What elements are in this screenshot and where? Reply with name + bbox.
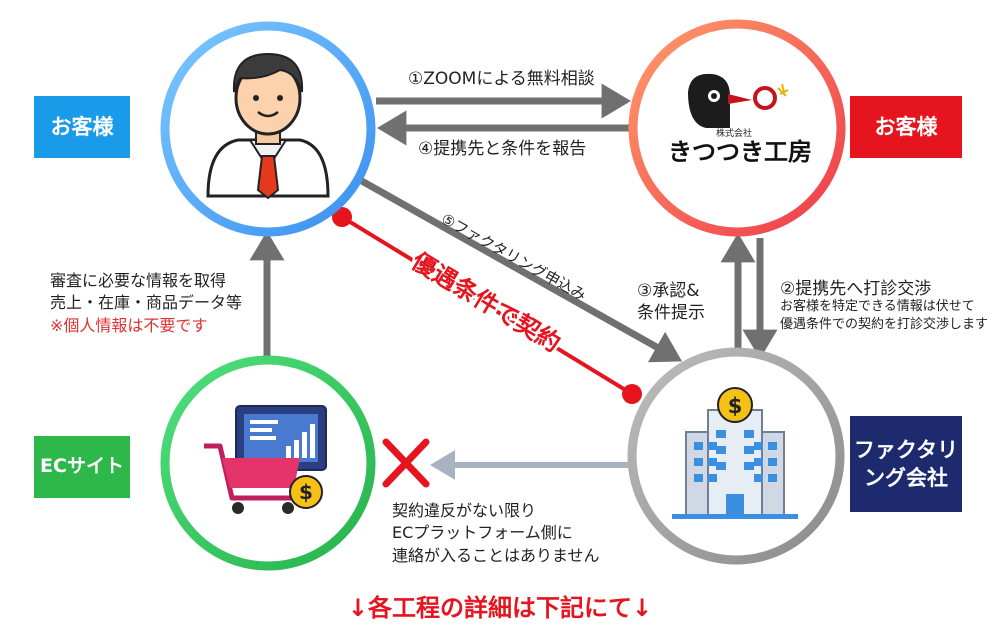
arrow-step5 bbox=[358, 176, 683, 363]
ec-note-line1: 契約違反がない限り bbox=[392, 501, 537, 520]
shopping-cart-chart-icon: $ bbox=[204, 405, 327, 514]
step2-detail-line2: 優遇条件での契約を打診交渉します bbox=[780, 317, 989, 332]
factoring-label: ファクタリング会社 bbox=[850, 416, 962, 512]
ec-note-line3: 連絡が入ることはありません bbox=[392, 545, 600, 565]
footer-text: ↓各工程の詳細は下記にて↓ bbox=[347, 594, 653, 622]
bank-building-coin-icon: $ bbox=[672, 387, 798, 519]
svg-text:$: $ bbox=[299, 480, 313, 504]
data-note-line2: 売上・在庫・商品データ等 bbox=[50, 293, 243, 313]
factoring-label-line1: ファクタリ bbox=[853, 437, 959, 462]
step2-label: ②提携先へ打診交渉 bbox=[780, 279, 932, 299]
step3-label-line1: ③承認& bbox=[637, 281, 700, 301]
ec-label: ECサイト bbox=[34, 436, 130, 498]
ec-note: 契約違反がない限り ECプラットフォーム側に 連絡が入ることはありません bbox=[392, 500, 600, 567]
woodpecker-logo-icon: 株式会社 きつつき工房 bbox=[668, 73, 812, 166]
step1-label: ①ZOOMによる無料相談 bbox=[408, 69, 595, 89]
company-label: お客様 bbox=[850, 96, 962, 158]
step2-detail-line1: お客様を特定できる情報は伏せて bbox=[780, 299, 975, 314]
factoring-label-line2: ング会社 bbox=[863, 466, 948, 490]
data-note-line3: ※個人情報は不要です bbox=[50, 315, 208, 335]
step4-label: ④提携先と条件を報告 bbox=[418, 139, 587, 159]
ec-note-line2: ECプラットフォーム側に bbox=[392, 523, 573, 543]
step3-label-line2: 条件提示 bbox=[637, 303, 705, 323]
cross-mark-icon bbox=[382, 438, 430, 488]
company-circle bbox=[628, 19, 846, 237]
svg-text:$: $ bbox=[728, 394, 743, 418]
contract-dot-start bbox=[332, 207, 352, 227]
brand-name-text: きつつき工房 bbox=[668, 138, 812, 166]
businessman-icon bbox=[206, 52, 330, 200]
data-note-line1: 審査に必要な情報を取得 bbox=[50, 271, 227, 290]
data-note: 審査に必要な情報を取得 売上・在庫・商品データ等 ※個人情報は不要です bbox=[50, 270, 242, 337]
contract-dot-end bbox=[622, 384, 642, 404]
customer-label: お客様 bbox=[34, 96, 130, 158]
contract-line bbox=[340, 215, 634, 396]
brand-small-text: 株式会社 bbox=[716, 127, 752, 139]
